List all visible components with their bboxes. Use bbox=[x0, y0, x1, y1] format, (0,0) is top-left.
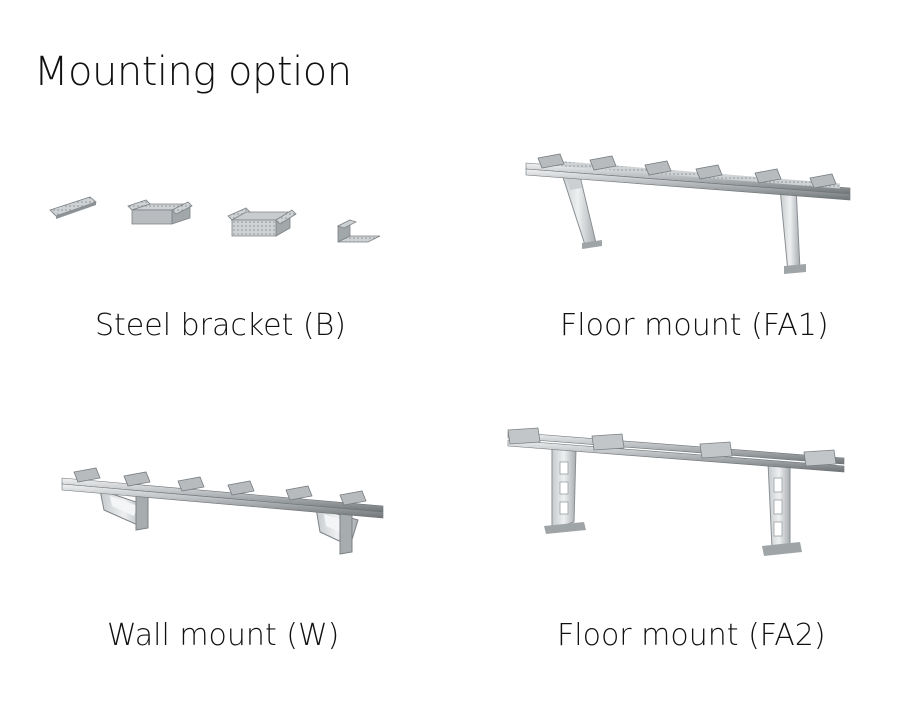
flat-bracket-shape bbox=[49, 196, 97, 219]
floor-mount-fa1-caption: Floor mount (FA1) bbox=[560, 308, 829, 343]
wall-mount-illustration bbox=[58, 460, 388, 560]
l-bracket-shape bbox=[336, 219, 381, 243]
fa2-left-leg bbox=[544, 447, 586, 534]
floor-mount-fa2-illustration bbox=[504, 422, 850, 562]
fa1-right-leg bbox=[779, 185, 806, 274]
fa2-rungs bbox=[507, 427, 837, 467]
steel-bracket-illustration bbox=[40, 180, 400, 260]
fa2-right-leg bbox=[762, 461, 802, 556]
floor-mount-fa2-caption: Floor mount (FA2) bbox=[557, 618, 826, 653]
wall-bracket-right bbox=[315, 503, 359, 555]
fa1-tube-rail bbox=[525, 159, 851, 201]
page-title: Mounting option bbox=[34, 49, 352, 95]
floor-mount-fa1-illustration bbox=[520, 148, 860, 283]
steel-bracket-caption: Steel bracket (B) bbox=[95, 308, 346, 343]
fa2-ladder-tray bbox=[507, 431, 845, 473]
wall-clamps bbox=[73, 467, 367, 506]
u-bracket-shape bbox=[127, 199, 193, 225]
fa1-clamps bbox=[537, 153, 837, 189]
u-bracket-deep-shape bbox=[227, 207, 297, 237]
wall-mount-caption: Wall mount (W) bbox=[107, 618, 340, 653]
wall-tube-rail bbox=[61, 477, 384, 519]
